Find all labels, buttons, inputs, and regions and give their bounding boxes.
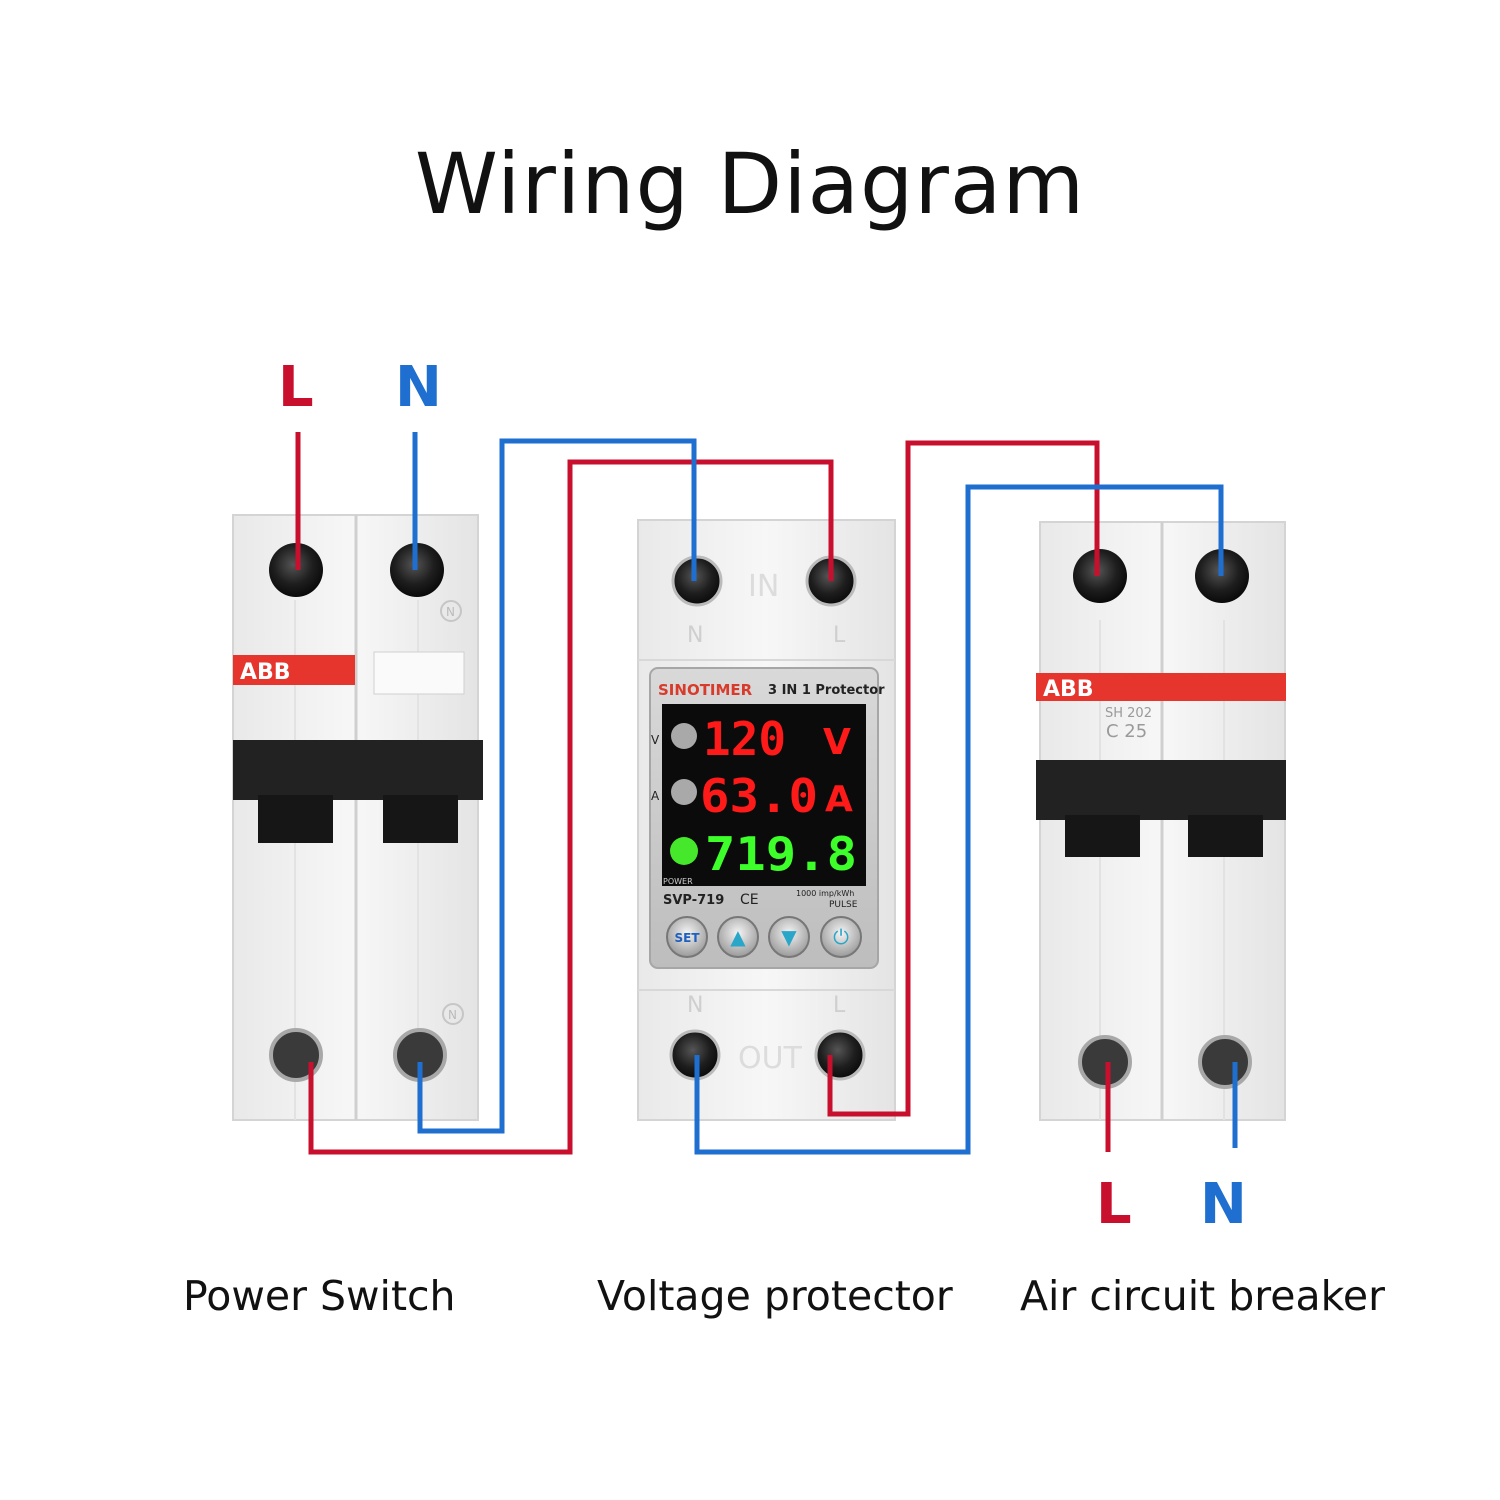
- air-breaker-top-bar: [1036, 760, 1286, 820]
- power-switch-toggle-right[interactable]: [383, 795, 458, 843]
- power-switch-brand: ABB: [240, 660, 291, 685]
- page-title: Wiring Diagram: [414, 135, 1086, 233]
- power-switch-n-mark-bottom: N: [448, 1008, 457, 1022]
- current-reading: 63.0: [700, 769, 818, 823]
- protector-indicator-a: [671, 779, 697, 805]
- protector-power-button[interactable]: ⏻: [820, 916, 862, 958]
- caption-power-switch: Power Switch: [183, 1272, 456, 1320]
- wire-protector-to-breaker-neutral: [694, 484, 1224, 1155]
- air-breaker-brand: ABB: [1043, 677, 1094, 702]
- protector-brand: SINOTIMER: [658, 681, 753, 699]
- set-button-label: SET: [674, 931, 700, 945]
- protector-down-button[interactable]: ▼: [768, 916, 810, 958]
- protector-pulse-rate: 1000 imp/kWh: [796, 889, 854, 898]
- wire-protector-to-breaker-line: [827, 440, 1100, 1117]
- protector-pulse-label: PULSE: [829, 900, 858, 910]
- output-line-label: L: [1096, 1172, 1132, 1237]
- protector-indicator-v: [671, 723, 697, 749]
- input-neutral-label: N: [395, 355, 442, 420]
- wire-switch-to-protector-neutral: [417, 438, 697, 1134]
- protector-screw-in-n: [671, 555, 723, 607]
- protector-row-label-a: A: [651, 789, 660, 803]
- power-switch: ABB N N: [232, 514, 483, 1121]
- voltage-protector: IN N L SINOTIMER 3 IN 1 Protector V A 12…: [637, 519, 896, 1121]
- protector-indicator-energy: [670, 837, 698, 865]
- air-circuit-breaker: ABB SH 202 C 25: [1036, 521, 1286, 1121]
- energy-reading: 719.8: [705, 827, 857, 881]
- air-breaker-screw-bottom-l: [1078, 1035, 1132, 1089]
- protector-out-l-label: L: [833, 993, 846, 1018]
- input-line-label: L: [278, 355, 314, 420]
- caption-voltage-protector: Voltage protector: [597, 1272, 953, 1320]
- protector-out-label: OUT: [738, 1041, 803, 1076]
- power-icon: ⏻: [833, 925, 849, 949]
- protector-out-n-label: N: [687, 993, 703, 1018]
- protector-up-button[interactable]: ▲: [717, 916, 759, 958]
- voltage-reading: 120: [703, 712, 786, 766]
- power-switch-top-bar: [233, 740, 483, 800]
- protector-in-label: IN: [748, 569, 779, 604]
- protector-in-n-label: N: [687, 623, 703, 648]
- up-arrow-icon: ▲: [730, 925, 746, 949]
- power-switch-n-mark-top: N: [446, 605, 455, 619]
- wire-switch-to-protector-line: [308, 459, 834, 1155]
- air-breaker-model: SH 202: [1105, 706, 1152, 721]
- air-breaker-brand-band: [1036, 673, 1286, 701]
- protector-row-label-v: V: [651, 733, 660, 747]
- air-breaker-toggle-left[interactable]: [1065, 815, 1140, 857]
- air-breaker-screw-top-l: [1073, 549, 1127, 603]
- power-switch-brand-band: [233, 655, 355, 685]
- protector-screw-out-l: [814, 1029, 866, 1081]
- air-breaker-rating: C 25: [1106, 721, 1147, 742]
- power-switch-toggle-left[interactable]: [258, 795, 333, 843]
- air-breaker-screw-bottom-n: [1198, 1035, 1252, 1089]
- protector-set-button[interactable]: SET: [666, 916, 708, 958]
- down-arrow-icon: ▼: [781, 925, 797, 949]
- output-neutral-label: N: [1200, 1172, 1247, 1237]
- power-switch-window: [373, 651, 465, 695]
- protector-in-l-label: L: [833, 623, 846, 648]
- protector-subtitle: 3 IN 1 Protector: [768, 683, 885, 698]
- wires: [295, 432, 1238, 1155]
- protector-ce-mark: CE: [740, 892, 759, 908]
- protector-model: SVP-719: [663, 893, 724, 908]
- protector-power-label: POWER: [663, 877, 693, 886]
- air-breaker-toggle-right[interactable]: [1188, 815, 1263, 857]
- current-unit: A: [825, 779, 853, 820]
- voltage-unit: V: [823, 722, 851, 763]
- caption-air-circuit-breaker: Air circuit breaker: [1020, 1272, 1385, 1320]
